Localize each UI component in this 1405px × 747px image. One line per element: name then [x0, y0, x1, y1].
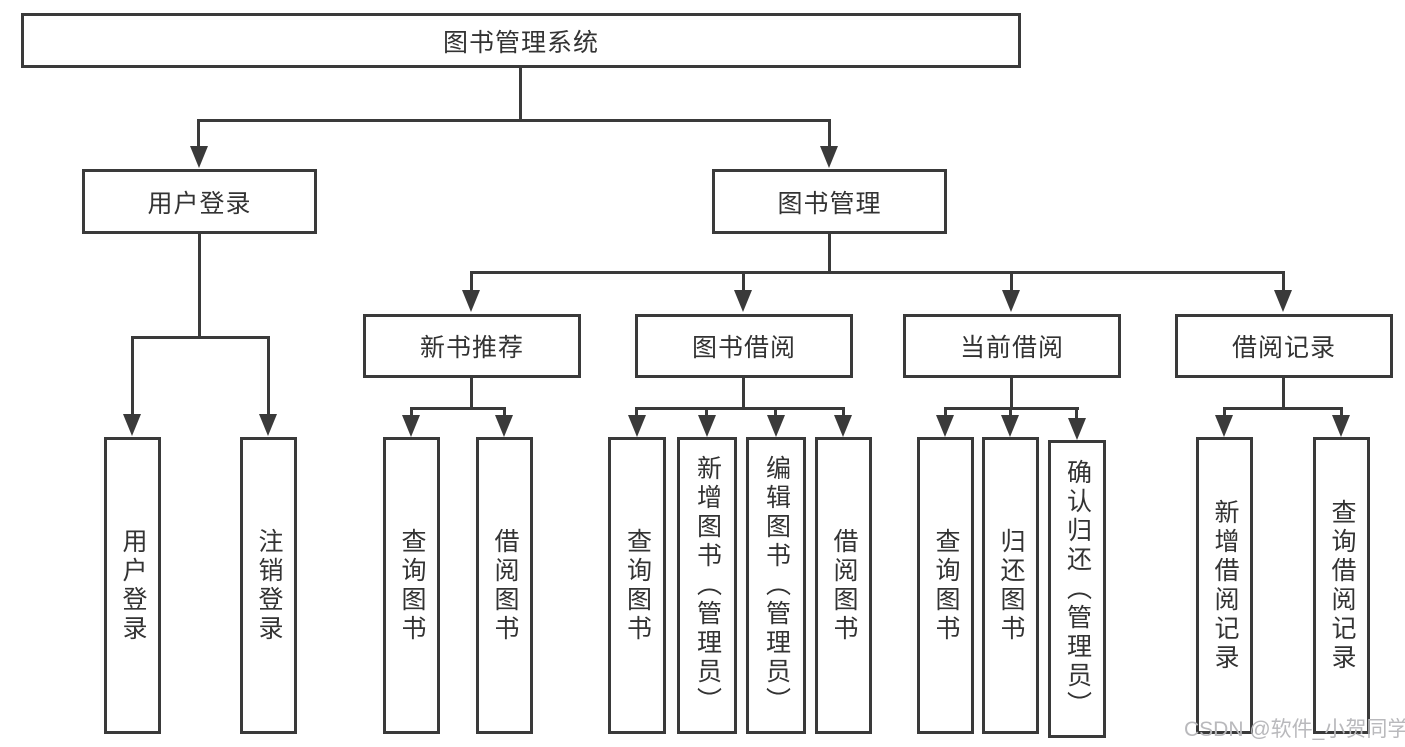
leaf-logout: 注销登录: [240, 437, 297, 734]
leaf-borrow-books-recommend: 借阅图书: [476, 437, 533, 734]
leaf-query-books-recommend: 查询图书: [383, 437, 440, 734]
connector-bar: [635, 407, 845, 410]
node-book-borrowing: 图书借阅: [635, 314, 853, 378]
connector-book-management-stem: [828, 234, 831, 274]
node-user-login: 用户登录: [82, 169, 317, 234]
connector-shaft: [503, 407, 506, 417]
arrowhead-down-icon: [767, 415, 785, 437]
leaf-borrow-books: 借阅图书: [815, 437, 872, 734]
connector-shaft: [1223, 407, 1226, 417]
node-label: 当前借阅: [959, 334, 1064, 362]
connector-shaft: [774, 407, 777, 417]
connector-stem: [1282, 378, 1285, 410]
leaf-label: 新增图书（管理员）: [693, 455, 722, 716]
connector-shaft: [1075, 407, 1078, 420]
leaf-label: 查询图书: [623, 527, 652, 644]
node-library-management-system: 图书管理系统: [21, 13, 1021, 68]
leaf-label: 查询图书: [932, 527, 960, 644]
node-book-management: 图书管理: [712, 169, 947, 234]
connector-stem: [470, 378, 473, 410]
leaf-label: 归还图书: [997, 527, 1025, 644]
arrowhead-down-icon: [462, 290, 480, 312]
arrowhead-down-icon: [1001, 415, 1019, 437]
node-label: 借阅记录: [1231, 334, 1336, 362]
leaf-query-books-current: 查询图书: [917, 437, 974, 734]
connector-stem: [1010, 378, 1013, 410]
leaf-confirm-return-admin: 确认归还（管理员）: [1048, 440, 1106, 738]
connector-user-login-stem: [198, 234, 201, 339]
arrowhead-down-icon: [1068, 418, 1086, 440]
arrowhead-down-icon: [734, 290, 752, 312]
arrowhead-down-icon: [259, 414, 277, 436]
arrowhead-down-icon: [698, 415, 716, 437]
arrowhead-down-icon: [820, 146, 838, 168]
connector-shaft: [267, 336, 270, 416]
connector-shaft: [944, 407, 947, 417]
node-new-book-recommendation: 新书推荐: [363, 314, 581, 378]
arrowhead-down-icon: [834, 415, 852, 437]
node-current-borrowing: 当前借阅: [903, 314, 1121, 378]
connector-stem: [742, 378, 745, 410]
arrowhead-down-icon: [190, 146, 208, 168]
node-label: 图书管理: [777, 189, 882, 218]
connector-shaft: [1009, 407, 1012, 417]
node-label: 用户登录: [147, 189, 252, 218]
connector-shaft: [197, 119, 200, 148]
leaf-return-book: 归还图书: [982, 437, 1039, 734]
node-label: 图书管理系统: [442, 28, 599, 57]
connector-bar: [410, 407, 506, 410]
connector-root-stem: [519, 68, 522, 121]
leaf-label: 查询图书: [398, 527, 426, 644]
connector-level3-bar: [470, 271, 1285, 274]
leaf-query-books-borrow: 查询图书: [608, 437, 666, 734]
node-borrowing-records: 借阅记录: [1175, 314, 1393, 378]
node-label: 新书推荐: [419, 334, 524, 362]
connector-shaft: [742, 271, 745, 291]
connector-shaft: [828, 119, 831, 148]
node-label: 图书借阅: [691, 334, 796, 362]
connector-shaft: [410, 407, 413, 417]
connector-shaft: [1010, 271, 1013, 291]
connector-bar: [1223, 407, 1343, 410]
leaf-user-login: 用户登录: [104, 437, 161, 734]
leaf-add-book-admin: 新增图书（管理员）: [677, 437, 737, 734]
leaf-query-borrow-record: 查询借阅记录: [1313, 437, 1370, 734]
arrowhead-down-icon: [1215, 415, 1233, 437]
connector-shaft: [842, 407, 845, 417]
connector-shaft: [705, 407, 708, 417]
leaf-label: 借阅图书: [830, 527, 858, 644]
leaf-edit-book-admin: 编辑图书（管理员）: [746, 437, 806, 734]
csdn-watermark: CSDN @软件_小贺同学: [1184, 718, 1405, 741]
leaf-label: 用户登录: [119, 527, 147, 644]
arrowhead-down-icon: [936, 415, 954, 437]
arrowhead-down-icon: [123, 414, 141, 436]
arrowhead-down-icon: [1332, 415, 1350, 437]
connector-shaft: [1282, 271, 1285, 291]
connector-shaft: [1340, 407, 1343, 417]
arrowhead-down-icon: [402, 415, 420, 437]
connector-shaft: [635, 407, 638, 417]
connector-user-login-bar: [131, 336, 270, 339]
connector-shaft: [131, 336, 134, 416]
arrowhead-down-icon: [1274, 290, 1292, 312]
leaf-label: 注销登录: [255, 527, 283, 644]
leaf-label: 查询借阅记录: [1328, 498, 1356, 673]
arrowhead-down-icon: [628, 415, 646, 437]
leaf-add-borrow-record: 新增借阅记录: [1196, 437, 1253, 734]
leaf-label: 确认归还（管理员）: [1063, 458, 1092, 720]
arrowhead-down-icon: [495, 415, 513, 437]
leaf-label: 新增借阅记录: [1211, 498, 1239, 673]
leaf-label: 编辑图书（管理员）: [762, 455, 791, 716]
connector-shaft: [470, 271, 473, 291]
connector-root-bar: [197, 119, 831, 122]
leaf-label: 借阅图书: [491, 527, 519, 644]
arrowhead-down-icon: [1002, 290, 1020, 312]
